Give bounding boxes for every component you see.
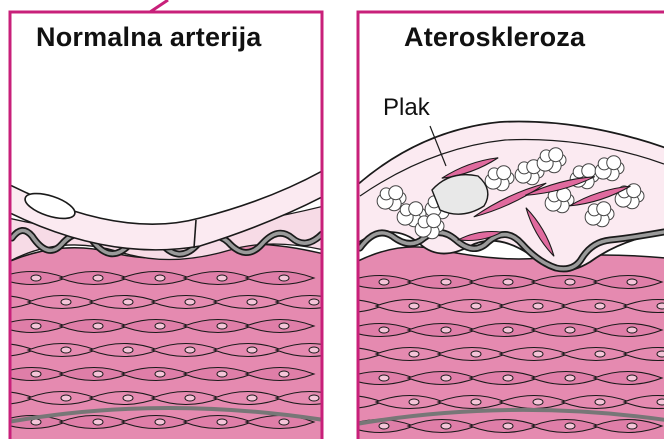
muscle-cell-nucleus: [409, 303, 419, 309]
muscle-cell-nucleus: [309, 299, 319, 305]
muscle-cell-nucleus: [627, 327, 637, 333]
muscle-cell-nucleus: [347, 399, 357, 405]
normal-artery-panel: [0, 170, 344, 439]
muscle-cell-nucleus: [347, 303, 357, 309]
muscle-cell-nucleus: [155, 371, 165, 377]
muscle-cell-nucleus: [123, 299, 133, 305]
foam-cell: [607, 156, 621, 170]
plaque-label: Plak: [383, 94, 430, 122]
muscle-cell-nucleus: [279, 323, 289, 329]
muscle-cell-nucleus: [503, 375, 513, 381]
muscle-cell-nucleus: [379, 375, 389, 381]
muscle-cell-nucleus: [93, 323, 103, 329]
muscle-cell-nucleus: [441, 375, 451, 381]
muscle-cell-nucleus: [595, 399, 605, 405]
muscle-cell-nucleus: [247, 299, 257, 305]
muscle-cell-nucleus: [93, 419, 103, 425]
foam-cell: [582, 164, 596, 178]
muscle-cell-nucleus: [155, 275, 165, 281]
muscle-cell-nucleus: [217, 371, 227, 377]
muscle-cell-nucleus: [379, 327, 389, 333]
muscle-cell-nucleus: [347, 351, 357, 357]
muscle-cell-nucleus: [441, 423, 451, 429]
muscle-cell-nucleus: [31, 275, 41, 281]
normal-artery-title: Normalna arterija: [36, 22, 262, 53]
muscle-cell-nucleus: [61, 395, 71, 401]
muscle-cell-nucleus: [155, 323, 165, 329]
muscle-cell-nucleus: [627, 423, 637, 429]
foam-cell: [409, 202, 423, 216]
muscle-cell-nucleus: [279, 419, 289, 425]
atherosclerosis-panel: [284, 122, 664, 439]
muscle-cell: [0, 320, 4, 333]
muscle-cell-nucleus: [61, 347, 71, 353]
muscle-cell-nucleus: [279, 371, 289, 377]
muscle-cell-nucleus: [533, 399, 543, 405]
muscle-cell-nucleus: [379, 279, 389, 285]
muscle-cell: [0, 416, 4, 429]
muscle-cell-nucleus: [247, 347, 257, 353]
muscle-cell-nucleus: [309, 395, 319, 401]
top-connector-line: [150, 0, 168, 12]
muscle-cell-nucleus: [0, 347, 9, 353]
muscle-cell-nucleus: [185, 347, 195, 353]
muscle-cell-nucleus: [279, 275, 289, 281]
muscle-cell-nucleus: [565, 327, 575, 333]
muscle-cell-nucleus: [0, 395, 9, 401]
muscle-cell: [0, 272, 4, 285]
muscle-cell-nucleus: [93, 275, 103, 281]
muscle-cell-nucleus: [379, 423, 389, 429]
muscle-cell-nucleus: [503, 279, 513, 285]
muscle-cell-nucleus: [93, 371, 103, 377]
muscle-cell-nucleus: [533, 351, 543, 357]
muscle-cell-nucleus: [657, 351, 664, 357]
muscle-cell-nucleus: [309, 347, 319, 353]
muscle-cell-nucleus: [471, 303, 481, 309]
muscle-cell-nucleus: [565, 279, 575, 285]
muscle-cell-nucleus: [247, 395, 257, 401]
muscle-cell-nucleus: [217, 275, 227, 281]
muscle-cell: [0, 368, 4, 381]
muscle-cell-nucleus: [533, 303, 543, 309]
muscle-cell-nucleus: [185, 395, 195, 401]
muscle-cell-nucleus: [595, 303, 605, 309]
muscle-cell-nucleus: [595, 351, 605, 357]
muscle-cell-nucleus: [627, 279, 637, 285]
muscle-cell-nucleus: [471, 351, 481, 357]
foam-cell: [497, 166, 511, 180]
muscle-cell-nucleus: [441, 327, 451, 333]
muscle-cell-nucleus: [0, 299, 9, 305]
muscle-cell-nucleus: [31, 371, 41, 377]
muscle-cell-nucleus: [627, 375, 637, 381]
muscle-cell-nucleus: [409, 399, 419, 405]
foam-cell: [427, 214, 441, 228]
muscle-cell-nucleus: [657, 399, 664, 405]
muscle-cell-nucleus: [503, 327, 513, 333]
muscle-cell-nucleus: [123, 347, 133, 353]
muscle-cell-nucleus: [565, 423, 575, 429]
muscle-cell-nucleus: [441, 279, 451, 285]
muscle-cell-nucleus: [409, 351, 419, 357]
foam-cell: [549, 148, 563, 162]
muscle-cell-nucleus: [155, 419, 165, 425]
muscle-cell-nucleus: [61, 299, 71, 305]
muscle-cell-nucleus: [185, 299, 195, 305]
muscle-cell-nucleus: [657, 303, 664, 309]
muscle-cell-nucleus: [123, 395, 133, 401]
atherosclerosis-title: Ateroskleroza: [404, 22, 585, 53]
muscle-cell-nucleus: [565, 375, 575, 381]
foam-cell: [389, 186, 403, 200]
muscle-cell-nucleus: [31, 323, 41, 329]
muscle-cell-nucleus: [503, 423, 513, 429]
muscle-cell-nucleus: [217, 419, 227, 425]
muscle-cell-nucleus: [471, 399, 481, 405]
muscle-cell-nucleus: [217, 323, 227, 329]
foam-cell: [597, 202, 611, 216]
